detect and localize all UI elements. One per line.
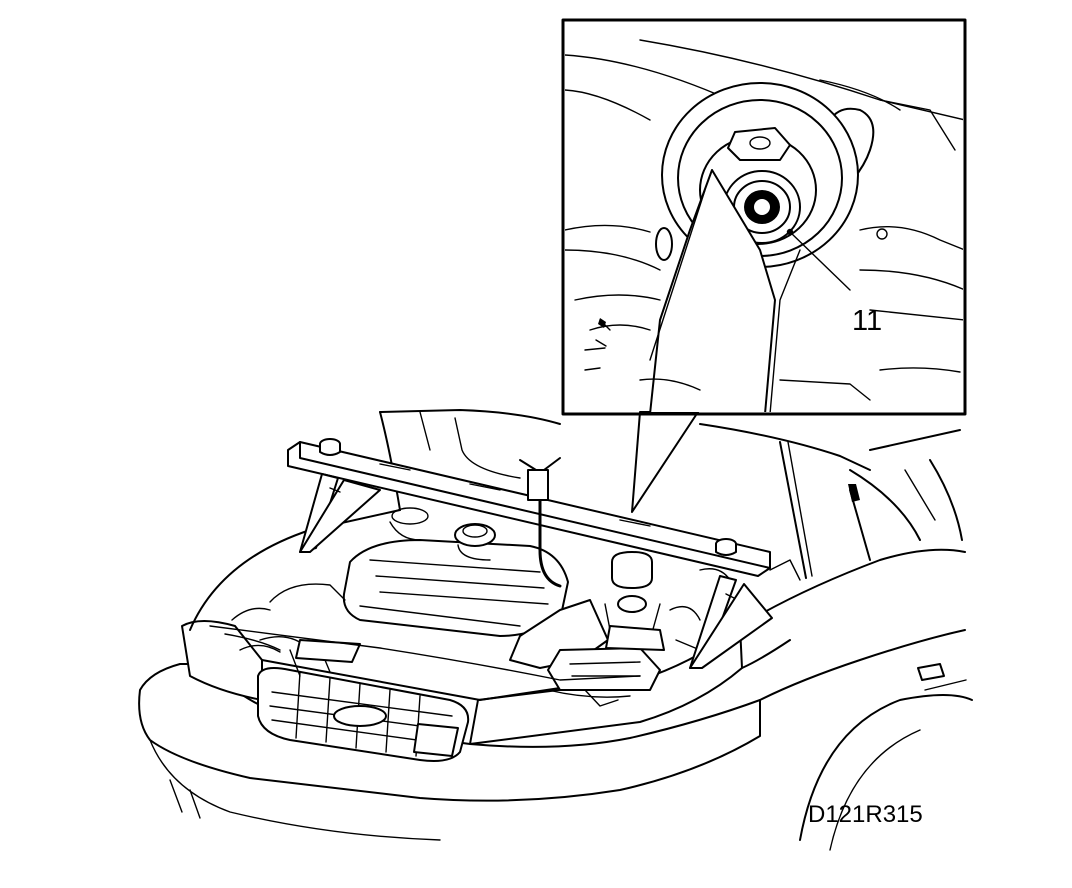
detail-inset: 11 [561,18,967,416]
engine-support-fixture [287,438,773,669]
hood-strut [779,441,807,579]
reservoir-cap [454,523,496,547]
figure-code: D121R315 [808,801,923,828]
callout-number: 11 [852,305,882,337]
engine-cover [342,539,569,637]
front-bumper [138,663,761,802]
engine-bay [209,507,801,707]
tool-arm [649,169,776,412]
raised-hood [379,409,871,579]
front-fender [739,548,966,627]
callout-pointer [631,411,699,513]
lifting-hook [538,498,562,588]
left-headlight [181,620,263,701]
pulley-cap [617,595,647,613]
wheel-arch [799,694,973,841]
callout-leader [789,231,851,291]
